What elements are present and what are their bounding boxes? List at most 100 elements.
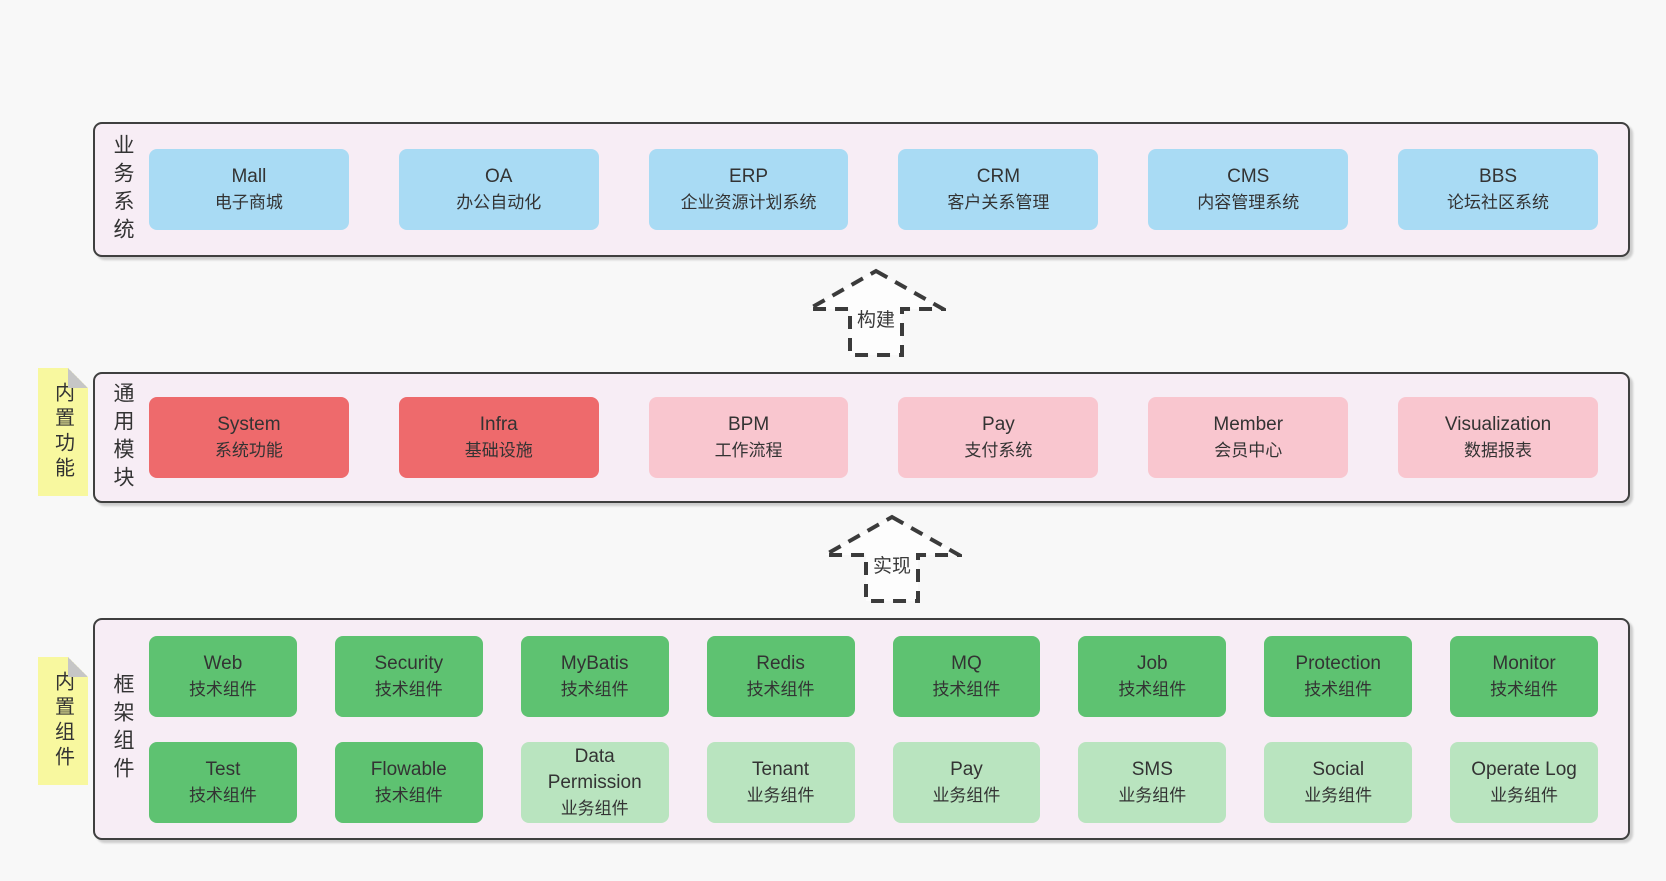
- box-title: Monitor: [1492, 652, 1556, 674]
- layer-business-systems: 业务系统 Mall 电子商城 OA 办公自动化 ERP 企业资源计划系统 CRM…: [93, 122, 1630, 257]
- box-social: Social 业务组件: [1264, 741, 1413, 823]
- layer-label-business-systems: 业务系统: [111, 133, 134, 246]
- box-title: Pay: [950, 758, 983, 780]
- box-mq: MQ 技术组件: [892, 635, 1041, 717]
- box-sms: SMS 业务组件: [1078, 741, 1227, 823]
- box-row: System 系统功能 Infra 基础设施 BPM 工作流程 Pay 支付系统…: [149, 397, 1598, 478]
- note-fold-icon: [68, 657, 88, 677]
- box-crm: CRM 客户关系管理: [898, 149, 1099, 230]
- box-infra: Infra 基础设施: [398, 397, 599, 478]
- box-test: Test 技术组件: [149, 741, 297, 823]
- box-subtitle: 技术组件: [188, 785, 257, 805]
- layer-rows: Web 技术组件 Security 技术组件 MyBatis 技术组件 Redi…: [149, 620, 1628, 838]
- box-subtitle: 系统功能: [214, 441, 283, 460]
- box-cms: CMS 内容管理系统: [1148, 149, 1349, 230]
- box-operate-log: Operate Log 业务组件: [1450, 741, 1598, 823]
- box-subtitle: 技术组件: [374, 679, 443, 699]
- box-title: Flowable: [370, 758, 447, 780]
- box-subtitle: 业务组件: [560, 798, 629, 818]
- box-oa: OA 办公自动化: [398, 149, 599, 230]
- sticky-note-built-in-functions: 内置功能: [38, 368, 88, 496]
- box-subtitle: 业务组件: [746, 785, 815, 805]
- box-title: Social: [1312, 758, 1365, 780]
- box-title: Security: [374, 652, 444, 674]
- box-subtitle: 内容管理系统: [1197, 193, 1300, 212]
- box-title: MyBatis: [560, 652, 629, 674]
- box-member: Member 会员中心: [1148, 397, 1349, 478]
- box-title: CMS: [1227, 166, 1270, 187]
- box-subtitle: 企业资源计划系统: [680, 193, 817, 212]
- layer-label-framework-components: 框架组件: [111, 673, 134, 785]
- box-title: OA: [485, 166, 513, 187]
- box-title: Visualization: [1444, 414, 1552, 435]
- box-mall: Mall 电子商城: [149, 149, 349, 230]
- layer-common-modules: 通用模块 System 系统功能 Infra 基础设施 BPM 工作流程 Pay…: [93, 372, 1630, 503]
- up-arrow-build: 构建: [806, 268, 946, 358]
- box-subtitle: 技术组件: [560, 679, 629, 699]
- box-subtitle: 数据报表: [1464, 441, 1533, 460]
- box-title: SMS: [1131, 758, 1173, 780]
- box-pay: Pay 支付系统: [898, 397, 1099, 478]
- box-subtitle: 技术组件: [1490, 679, 1559, 699]
- box-title: Web: [203, 652, 243, 674]
- box-web: Web 技术组件: [149, 635, 297, 717]
- arrow-label-build: 构建: [854, 310, 898, 332]
- box-title: BPM: [727, 414, 770, 435]
- box-title: BBS: [1479, 166, 1518, 187]
- box-title: Job: [1136, 652, 1168, 674]
- box-subtitle: 技术组件: [1304, 679, 1373, 699]
- box-title: Operate Log: [1471, 758, 1577, 780]
- box-data-permission: Data Permission 业务组件: [520, 741, 669, 823]
- box-row: Web 技术组件 Security 技术组件 MyBatis 技术组件 Redi…: [149, 635, 1598, 717]
- box-subtitle: 技术组件: [374, 785, 443, 805]
- box-tenant: Tenant 业务组件: [706, 741, 855, 823]
- box-bpm: BPM 工作流程: [648, 397, 849, 478]
- box-visualization: Visualization 数据报表: [1398, 397, 1598, 478]
- box-security: Security 技术组件: [334, 635, 483, 717]
- box-subtitle: 业务组件: [1304, 785, 1373, 805]
- box-subtitle: 办公自动化: [456, 193, 542, 212]
- note-label: 内置功能: [51, 382, 74, 482]
- box-subtitle: 电子商城: [214, 193, 283, 212]
- sticky-note-built-in-components: 内置组件: [38, 657, 88, 785]
- box-subtitle: 客户关系管理: [947, 193, 1050, 212]
- box-row: Mall 电子商城 OA 办公自动化 ERP 企业资源计划系统 CRM 客户关系…: [149, 149, 1598, 230]
- box-system: System 系统功能: [149, 397, 349, 478]
- box-subtitle: 技术组件: [746, 679, 815, 699]
- box-erp: ERP 企业资源计划系统: [648, 149, 849, 230]
- box-subtitle: 基础设施: [464, 441, 533, 460]
- box-redis: Redis 技术组件: [706, 635, 855, 717]
- box-subtitle: 工作流程: [714, 441, 783, 460]
- box-title: Pay: [982, 414, 1015, 435]
- box-title: System: [217, 414, 281, 435]
- box-title: CRM: [976, 166, 1021, 187]
- note-fold-icon: [68, 368, 88, 388]
- box-subtitle: 会员中心: [1214, 441, 1283, 460]
- layer-label-common-modules: 通用模块: [111, 381, 134, 494]
- box-title: Test: [205, 758, 241, 780]
- box-bbs: BBS 论坛社区系统: [1398, 149, 1598, 230]
- box-subtitle: 支付系统: [964, 441, 1033, 460]
- box-title: ERP: [729, 166, 769, 187]
- box-subtitle: 业务组件: [1490, 785, 1559, 805]
- box-title: Protection: [1295, 652, 1381, 674]
- layer-framework-components: 框架组件 Web 技术组件 Security 技术组件 MyBatis 技术组件…: [93, 618, 1630, 840]
- box-title: Mall: [231, 166, 267, 187]
- box-subtitle: 论坛社区系统: [1447, 193, 1550, 212]
- up-arrow-implement: 实现: [822, 514, 962, 604]
- box-subtitle: 业务组件: [932, 785, 1001, 805]
- layer-rows: System 系统功能 Infra 基础设施 BPM 工作流程 Pay 支付系统…: [149, 374, 1628, 501]
- box-subtitle: 技术组件: [1118, 679, 1187, 699]
- box-monitor: Monitor 技术组件: [1450, 635, 1598, 717]
- box-pay-business: Pay 业务组件: [892, 741, 1041, 823]
- box-subtitle: 技术组件: [188, 679, 257, 699]
- layer-rows: Mall 电子商城 OA 办公自动化 ERP 企业资源计划系统 CRM 客户关系…: [149, 124, 1628, 255]
- box-title: Redis: [756, 652, 805, 674]
- arrow-label-implement: 实现: [870, 556, 914, 578]
- box-flowable: Flowable 技术组件: [334, 741, 483, 823]
- box-title: Member: [1213, 414, 1284, 435]
- box-title: MQ: [951, 652, 982, 674]
- box-mybatis: MyBatis 技术组件: [520, 635, 669, 717]
- box-job: Job 技术组件: [1078, 635, 1227, 717]
- box-title: Tenant: [752, 758, 810, 780]
